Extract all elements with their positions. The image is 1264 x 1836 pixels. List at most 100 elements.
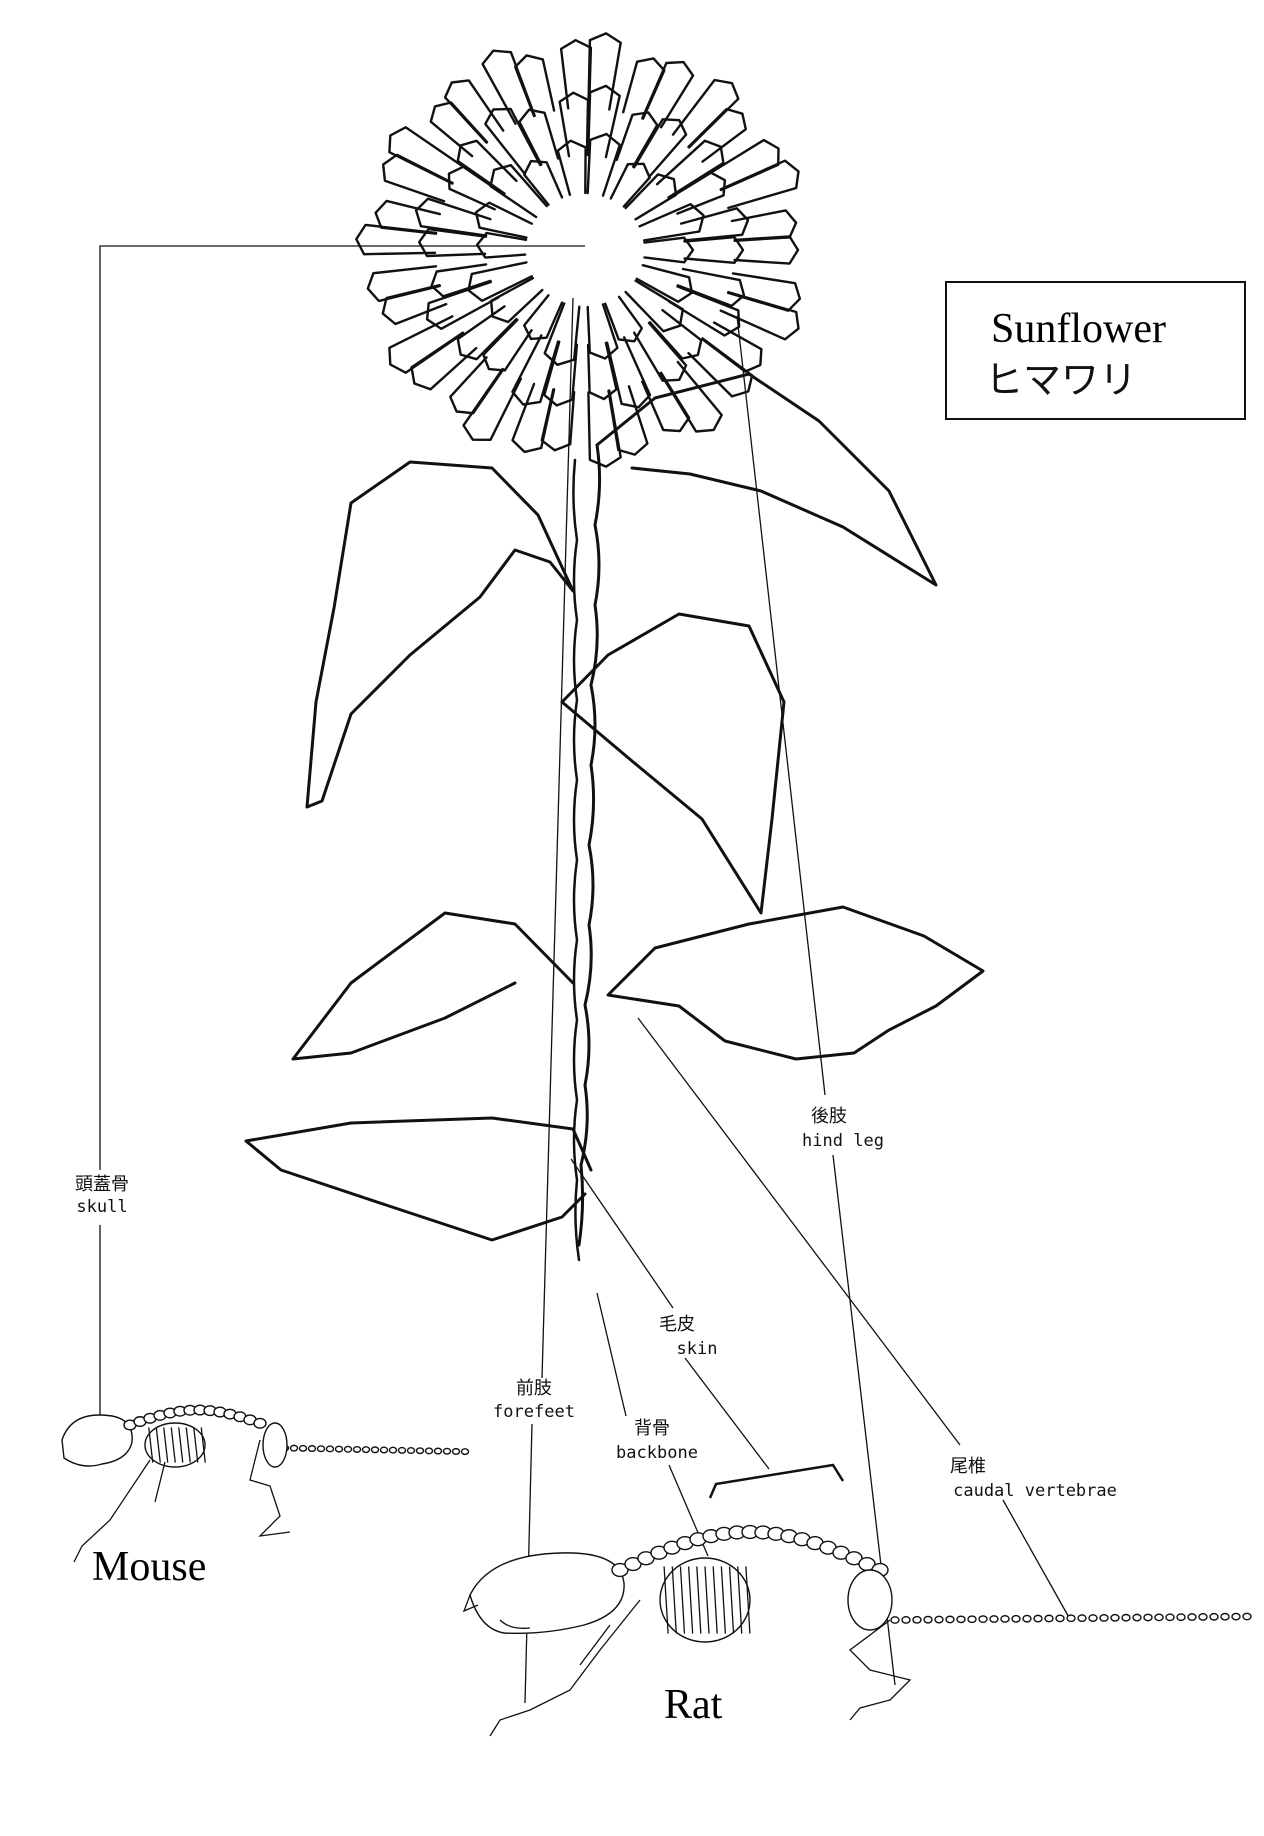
leaf-lower-right — [606, 905, 985, 1061]
outer-petal — [388, 126, 465, 185]
rat-tail-vertebra — [1077, 1614, 1087, 1623]
mouse-rib — [193, 1427, 199, 1463]
rat-tail-vertebra — [1165, 1613, 1175, 1622]
title-japanese: ヒマワリ — [985, 358, 1137, 402]
mouse-tail-vertebra — [388, 1446, 398, 1454]
inner-petal — [643, 236, 695, 264]
mouse-tail-vertebra — [289, 1444, 299, 1452]
inner-petal — [609, 162, 651, 208]
inner-petal — [604, 295, 643, 343]
rat-tail-vertebra — [1242, 1612, 1252, 1621]
mouse-tail-vertebra — [406, 1447, 416, 1455]
middle-petal — [667, 171, 727, 215]
rat-rib — [679, 1566, 686, 1634]
rat-tail-vertebra — [1143, 1613, 1153, 1622]
mouse-tail-vertebra — [379, 1446, 389, 1454]
inner-petal — [638, 202, 705, 242]
outer-petal — [443, 79, 505, 144]
mouse-tail-vertebra — [361, 1446, 371, 1454]
mouse-tail-vertebra — [352, 1445, 362, 1453]
stem — [577, 443, 602, 1247]
rat-tail-vertebra — [901, 1615, 911, 1624]
outer-petal — [730, 209, 798, 243]
skin-leader-line-lower — [684, 1357, 770, 1470]
mouse-rib — [170, 1427, 176, 1463]
middle-petal — [586, 341, 618, 401]
label-skin-en: skin — [677, 1339, 718, 1359]
rat-tail-vertebra — [989, 1615, 999, 1623]
outer-petal — [511, 382, 556, 454]
leaf-bottom — [244, 1116, 593, 1242]
label-skin: 毛皮 skin — [659, 1314, 717, 1359]
rat-tail-vertebra — [1033, 1614, 1043, 1623]
middle-petal — [482, 318, 533, 372]
middle-petal — [511, 334, 560, 406]
stem-edge — [572, 458, 581, 1262]
outer-petal — [374, 199, 441, 235]
mouse-tail-vertebra — [451, 1447, 461, 1455]
rat-tail-vertebra — [1055, 1614, 1065, 1623]
middle-petal — [447, 165, 505, 211]
middle-petal — [655, 139, 725, 199]
backbone-leader-line — [596, 1292, 627, 1417]
inner-petal — [586, 303, 619, 360]
inner-petal — [624, 279, 684, 333]
mouse-label: Mouse — [92, 1544, 206, 1590]
label-skull-jp: 頭蓋骨 — [75, 1174, 129, 1195]
label-forefeet-en: forefeet — [493, 1402, 575, 1422]
rat-rib — [737, 1566, 743, 1634]
label-skull-en: skull — [76, 1197, 127, 1217]
rat-tail-vertebra — [1220, 1612, 1230, 1621]
middle-petal — [676, 267, 746, 308]
rat-tail-vertebra — [1231, 1612, 1241, 1621]
outer-petal — [622, 57, 666, 120]
rat-rib — [745, 1566, 751, 1634]
middle-petal — [430, 263, 492, 298]
label-forefeet-jp: 前肢 — [516, 1378, 552, 1399]
label-backbone-en: backbone — [616, 1443, 698, 1463]
middle-petal — [615, 111, 659, 168]
inner-petal — [556, 139, 587, 197]
middle-petal — [683, 235, 745, 264]
rat-tail-vertebra — [934, 1615, 944, 1624]
middle-petal — [518, 108, 560, 166]
rat-rib — [704, 1566, 710, 1634]
rat-tail-vertebra — [1099, 1614, 1109, 1622]
rat-rib — [696, 1566, 702, 1634]
rat-skeleton — [462, 1524, 1252, 1737]
outer-petal — [659, 360, 723, 433]
mouse-skeleton — [61, 1404, 470, 1563]
mouse-tail-vertebra — [316, 1445, 326, 1453]
middle-petal — [543, 340, 579, 407]
rat-rib — [712, 1566, 718, 1634]
inner-petal — [474, 201, 533, 239]
title-english: Sunflower — [991, 306, 1166, 352]
rat-vertebra — [611, 1562, 629, 1578]
mouse-tail-vertebra — [370, 1446, 380, 1454]
middle-petal — [456, 305, 518, 361]
inner-petal — [490, 277, 544, 324]
mouse-tail-vertebra — [424, 1447, 434, 1455]
mouse-tail-vertebra — [442, 1447, 452, 1455]
mouse-tail-vertebra — [460, 1448, 470, 1456]
label-caudal-en: caudal vertebrae — [953, 1481, 1117, 1501]
rat-rib — [720, 1566, 727, 1634]
label-caudal-vertebrae: 尾椎 caudal vertebrae — [950, 1456, 1117, 1501]
label-hind-leg-jp: 後肢 — [811, 1106, 847, 1127]
rat-tail-vertebra — [945, 1615, 955, 1624]
rat-tail-vertebra — [1187, 1613, 1197, 1621]
leaf-upper-right — [595, 372, 938, 587]
outer-petal — [514, 54, 556, 118]
middle-petal — [667, 285, 741, 337]
skin-leader-line — [570, 1158, 674, 1309]
outer-petal — [388, 315, 465, 374]
rat-tail-vertebra — [890, 1616, 900, 1624]
rat-tail-vertebra — [1209, 1612, 1219, 1621]
inner-petal — [543, 302, 581, 366]
rat-tail-vertebra — [1198, 1613, 1208, 1621]
rat-tail-vertebra — [1154, 1613, 1164, 1622]
middle-petal — [648, 308, 703, 360]
mouse-rib — [163, 1427, 169, 1463]
rat-tail-vertebra — [967, 1615, 977, 1624]
inner-petal — [467, 261, 533, 302]
